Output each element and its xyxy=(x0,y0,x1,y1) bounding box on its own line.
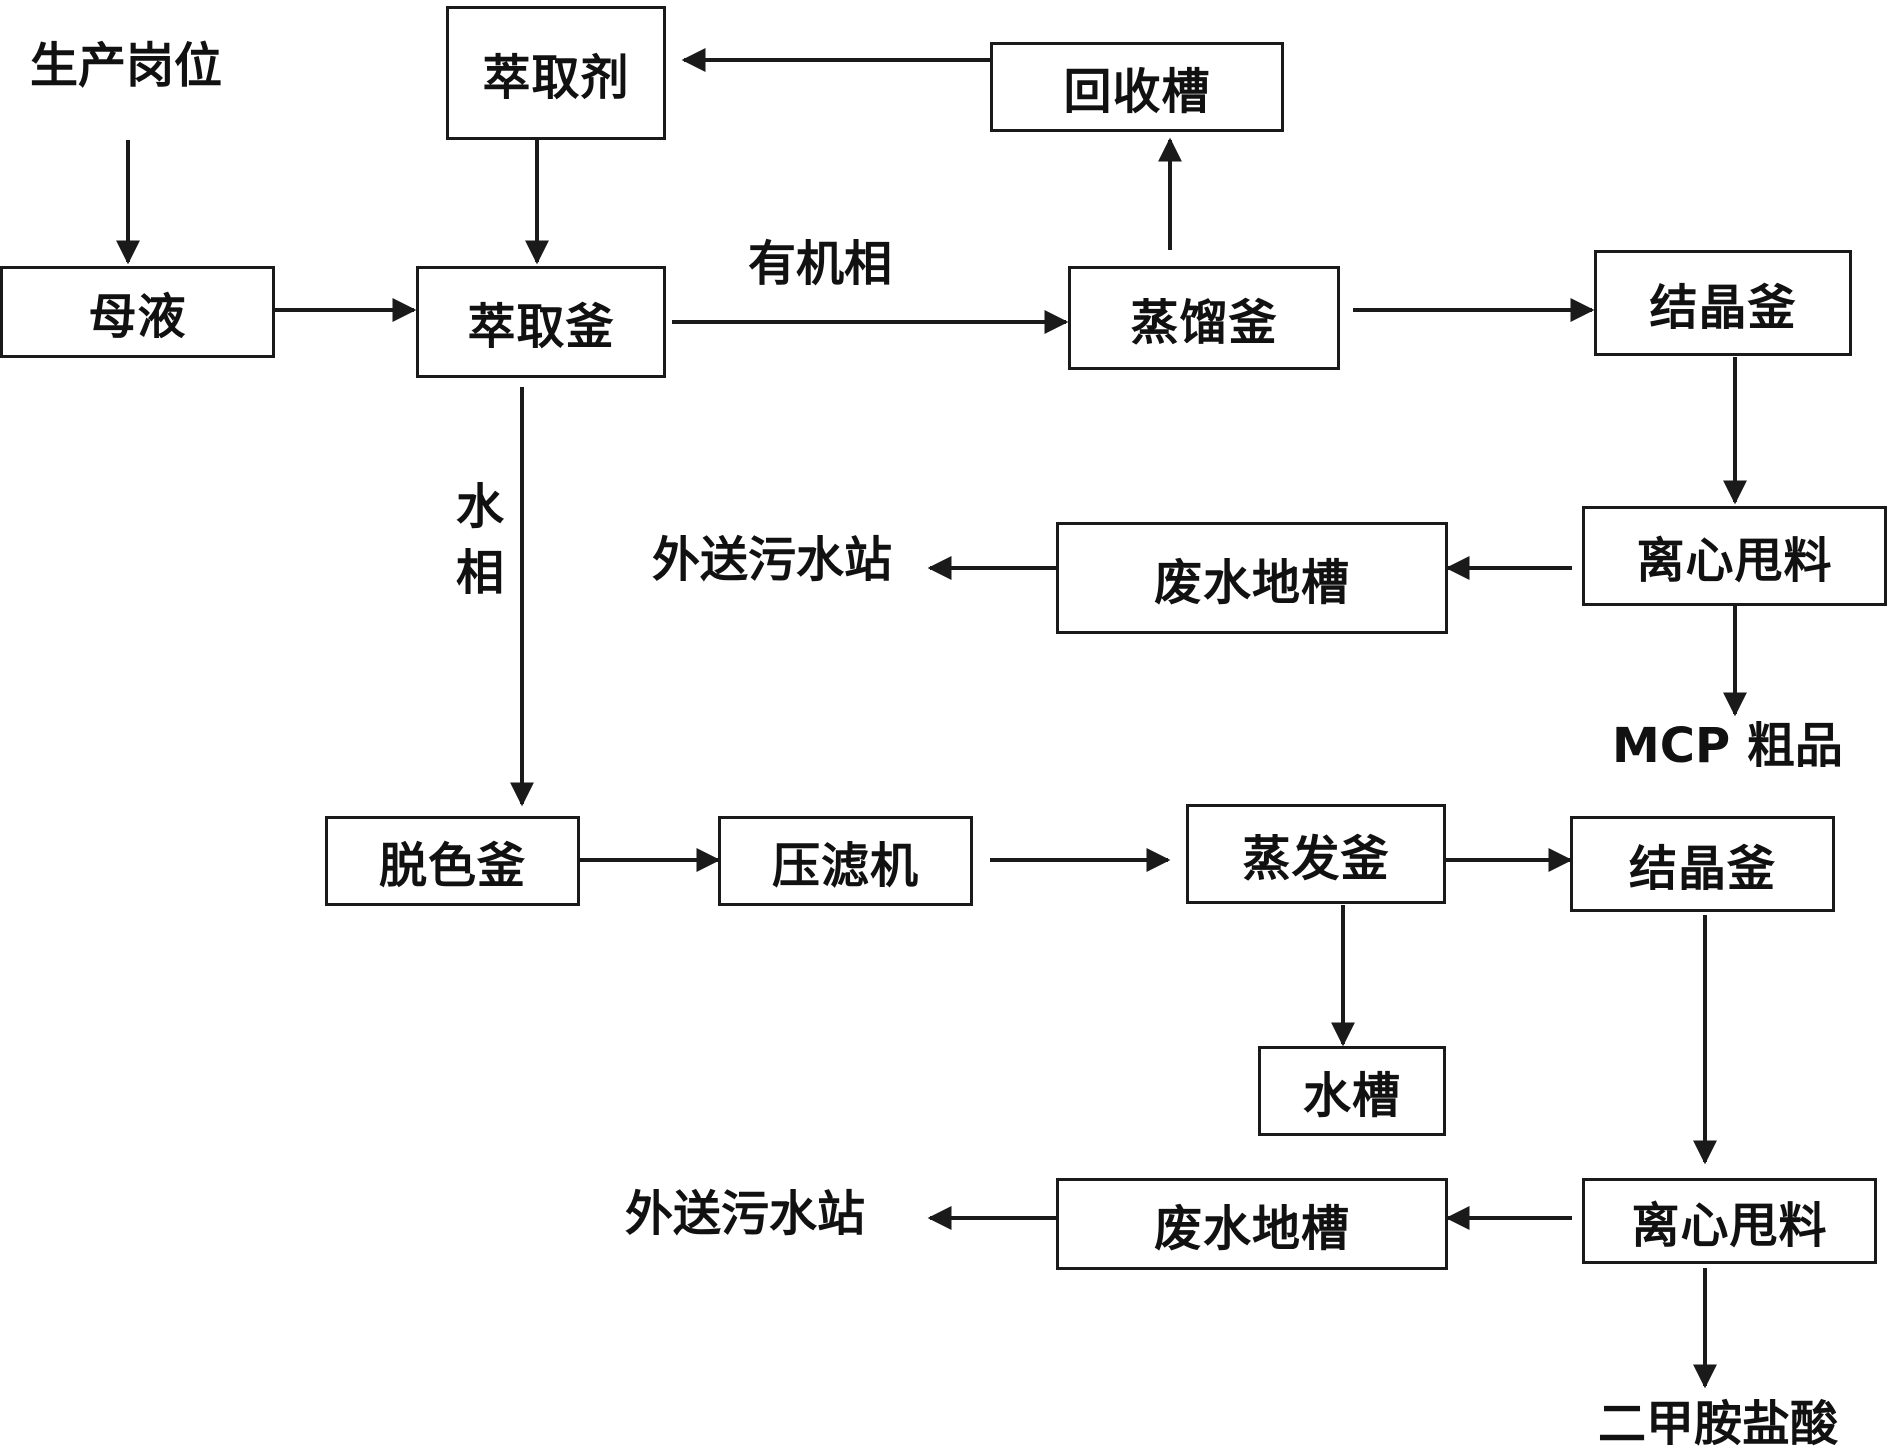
centrifuge-box-2: 离心甩料 xyxy=(1582,1178,1877,1264)
crystallization-kettle-box-1: 结晶釜 xyxy=(1594,250,1852,356)
evaporation-kettle-box: 蒸发釜 xyxy=(1186,804,1446,904)
wastewater-pit-box-1: 废水地槽 xyxy=(1056,522,1448,634)
filter-press-box: 压滤机 xyxy=(718,816,973,906)
recovery-tank-box: 回收槽 xyxy=(990,42,1284,132)
centrifuge-box-1: 离心甩料 xyxy=(1582,506,1887,606)
wastewater-pit-box-2: 废水地槽 xyxy=(1056,1178,1448,1270)
distillation-kettle-box: 蒸馏釜 xyxy=(1068,266,1340,370)
aqueous-phase-label: 水 相 xyxy=(455,479,504,601)
decolorization-kettle-box: 脱色釜 xyxy=(325,816,580,906)
water-tank-box: 水槽 xyxy=(1258,1046,1446,1136)
extractant-box: 萃取剂 xyxy=(446,6,666,140)
production-post-label: 生产岗位 xyxy=(30,38,223,94)
organic-phase-label: 有机相 xyxy=(748,236,893,292)
mother-liquor-box: 母液 xyxy=(0,266,275,358)
mcp-crude-label: MCP 粗品 xyxy=(1612,718,1843,774)
crystallization-kettle-box-2: 结晶釜 xyxy=(1570,816,1835,912)
sewage-station-label-2: 外送污水站 xyxy=(625,1186,866,1242)
dimethylamine-hydrochloride-label: 二甲胺盐酸 xyxy=(1598,1396,1839,1452)
extraction-kettle-box: 萃取釜 xyxy=(416,266,666,378)
sewage-station-label-1: 外送污水站 xyxy=(652,532,893,588)
